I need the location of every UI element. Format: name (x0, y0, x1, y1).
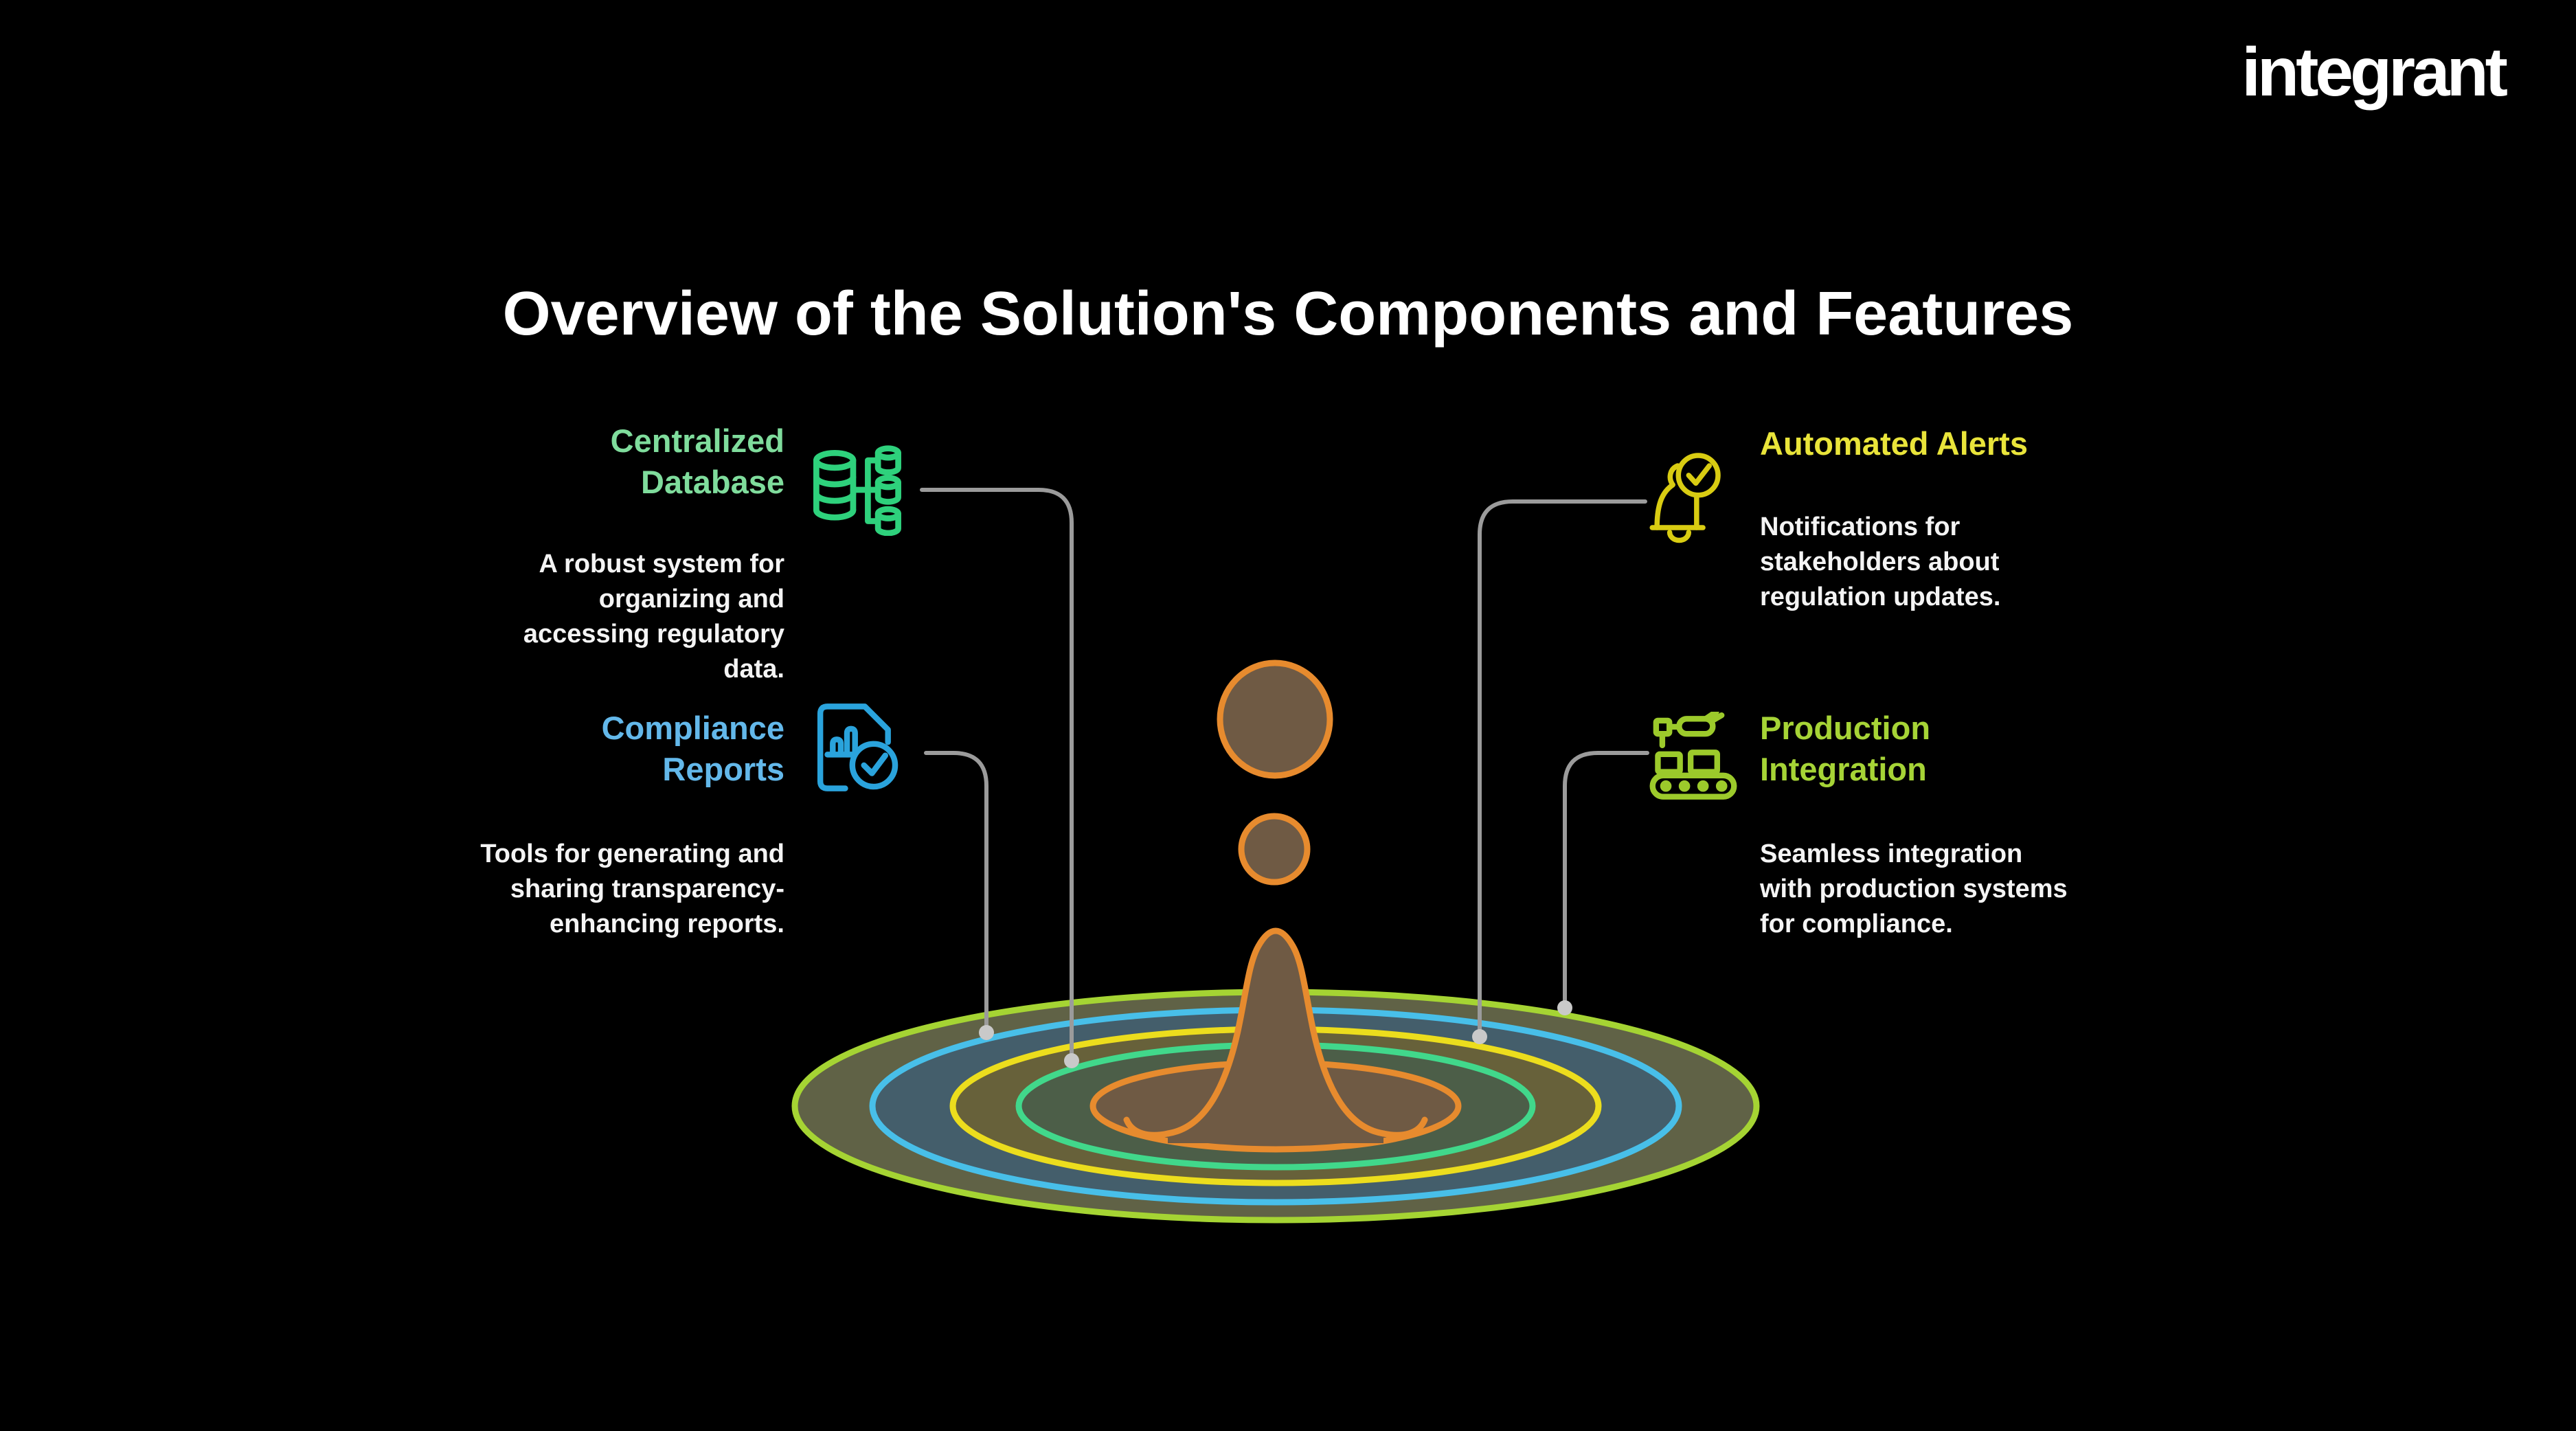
conveyor-robot-icon (1649, 712, 1737, 800)
splash-curl-right (1380, 1116, 1428, 1138)
page-title: Overview of the Solution's Components an… (502, 280, 2074, 349)
droplet-splash (1123, 660, 1428, 1143)
connector-automated-alerts (1478, 499, 1647, 1034)
connector-centralized-database (920, 488, 1074, 1059)
connector-dot-database (1064, 1053, 1079, 1068)
report-check-icon (817, 703, 899, 791)
feature-description-production-integration: Seamless integration with production sys… (1760, 840, 2068, 938)
feature-description-centralized-database: A robust system for organizing and acces… (523, 550, 784, 684)
integrant-logo: integrant (2241, 34, 2508, 111)
droplet-large (1217, 660, 1333, 779)
bell-check-icon (1649, 453, 1721, 543)
connector-compliance-reports (924, 751, 988, 1030)
feature-title-automated-alerts: Automated Alerts (1760, 425, 2028, 462)
database-network-icon (813, 445, 901, 536)
droplet-small (1238, 813, 1311, 886)
connector-dot-production (1557, 1000, 1572, 1015)
splash-curl-left (1123, 1116, 1171, 1138)
connector-production-integration (1563, 751, 1649, 1005)
feature-title-compliance-reports: Compliance Reports (601, 710, 784, 788)
connector-dots (979, 1000, 1572, 1068)
feature-title-centralized-database: Centralized Database (610, 422, 784, 501)
feature-title-production-integration: Production Integration (1760, 710, 1931, 788)
droplet-column-outline (1164, 927, 1387, 1137)
connector-lines (920, 488, 1649, 1059)
feature-description-automated-alerts: Notifications for stakeholders about reg… (1760, 512, 2001, 611)
connector-dot-compliance (979, 1025, 994, 1040)
feature-description-compliance-reports: Tools for generating and sharing transpa… (480, 840, 784, 938)
connector-dot-alerts (1472, 1029, 1487, 1044)
